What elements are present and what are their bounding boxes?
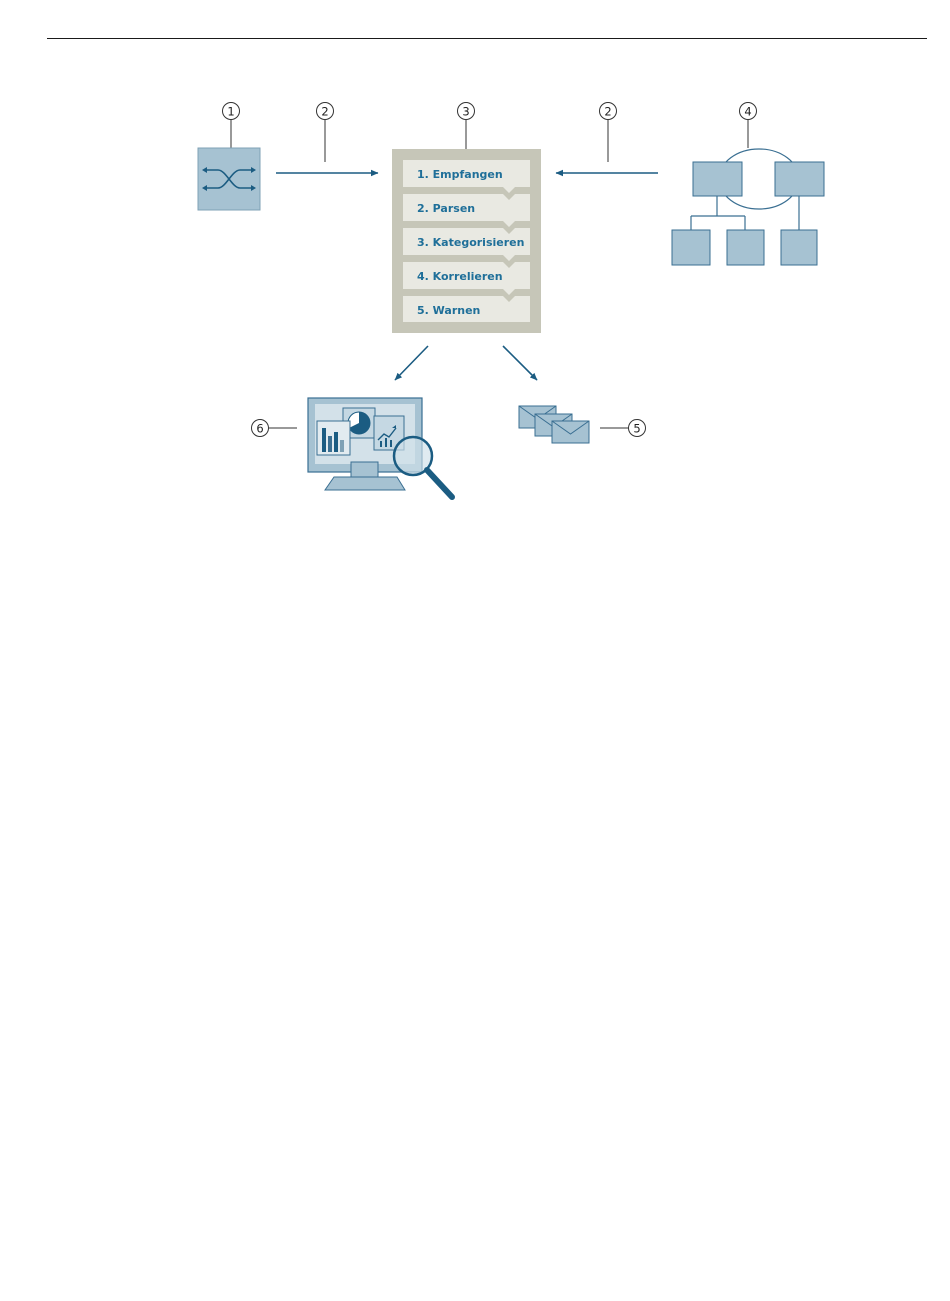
callout-4: 4 <box>740 103 757 149</box>
network-switch-icon <box>198 148 260 210</box>
svg-text:6: 6 <box>256 422 263 436</box>
arrow-to-email <box>503 346 537 380</box>
svg-text:1. Empfangen: 1. Empfangen <box>417 168 503 181</box>
svg-text:2. Parsen: 2. Parsen <box>417 202 475 215</box>
processing-panel: 1. Empfangen 2. Parsen 3. Kategorisieren… <box>392 149 541 333</box>
callout-5: 5 <box>600 420 646 437</box>
svg-text:4. Korrelieren: 4. Korrelieren <box>417 270 503 283</box>
svg-text:3: 3 <box>462 105 469 119</box>
email-envelopes-icon <box>519 406 589 443</box>
callout-6: 6 <box>252 420 298 437</box>
arrow-to-monitor <box>395 346 428 380</box>
svg-text:5. Warnen: 5. Warnen <box>417 304 480 317</box>
svg-text:4: 4 <box>744 105 751 119</box>
callout-2-left: 2 <box>317 103 334 163</box>
monitor-analytics-icon <box>308 398 452 497</box>
svg-text:2: 2 <box>321 105 328 119</box>
svg-text:3. Kategorisieren: 3. Kategorisieren <box>417 236 524 249</box>
svg-text:2: 2 <box>604 105 611 119</box>
network-topology-icon <box>672 149 824 265</box>
callout-2-right: 2 <box>600 103 617 163</box>
svg-text:5: 5 <box>633 422 640 436</box>
svg-text:1: 1 <box>227 105 234 119</box>
callout-3: 3 <box>458 103 475 150</box>
callout-1: 1 <box>223 103 240 149</box>
